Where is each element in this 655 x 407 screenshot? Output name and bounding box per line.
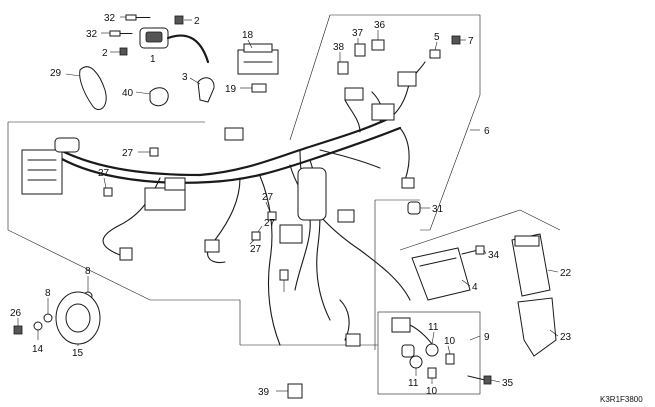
callout-9: 9: [484, 332, 490, 343]
clip-27-d[interactable]: [251, 231, 261, 241]
ignition-coil-1[interactable]: [139, 27, 210, 64]
callout-29: 29: [50, 68, 62, 79]
nut-31[interactable]: [407, 201, 421, 215]
clip-7[interactable]: [451, 35, 461, 45]
callout-10-upper: 10: [444, 336, 456, 347]
callout-37: 37: [352, 28, 364, 39]
callout-8-left: 8: [45, 288, 51, 299]
callout-31: 31: [432, 204, 444, 215]
grommet-11-upper[interactable]: [425, 343, 439, 357]
callout-38: 38: [333, 42, 345, 53]
grommet-11-lower[interactable]: [409, 355, 423, 369]
nut-2-upper[interactable]: [174, 15, 184, 25]
clip-27-a[interactable]: [149, 147, 159, 157]
cap-3[interactable]: [197, 77, 215, 103]
center-junction[interactable]: [279, 167, 327, 244]
clip-27-b[interactable]: [103, 187, 113, 197]
sub-harness-9[interactable]: [391, 317, 437, 358]
callout-19: 19: [225, 84, 237, 95]
nut-14[interactable]: [33, 321, 43, 331]
callout-27-e: 27: [250, 244, 262, 255]
connector-39[interactable]: [287, 383, 303, 399]
callout-36: 36: [374, 20, 386, 31]
callout-18: 18: [242, 30, 254, 41]
clip-36[interactable]: [371, 39, 385, 51]
callout-34: 34: [488, 250, 500, 261]
band-29[interactable]: [79, 66, 107, 110]
collar-10-lower[interactable]: [427, 367, 437, 379]
callout-27-d: 27: [264, 218, 276, 229]
bracket-23[interactable]: [517, 297, 557, 357]
callout-40: 40: [122, 88, 134, 99]
callout-11-lower: 11: [408, 378, 419, 389]
fuse-box[interactable]: [144, 177, 186, 211]
callout-27-c: 27: [262, 192, 274, 203]
group-frames: [7, 14, 561, 395]
diagram-code: K3R1F3800: [600, 395, 643, 404]
callout-22: 22: [560, 268, 572, 279]
callout-5: 5: [434, 32, 440, 43]
callout-2-lower: 2: [102, 48, 108, 59]
callout-1: 1: [150, 54, 156, 65]
clip-27-c[interactable]: [267, 211, 277, 221]
callout-26: 26: [10, 308, 22, 319]
leader-lines: [17, 16, 559, 392]
bolt-26[interactable]: [13, 325, 23, 335]
callout-27-b: 27: [98, 168, 110, 179]
connector-block-left[interactable]: [21, 137, 80, 195]
module-22[interactable]: [511, 233, 551, 297]
clip-5[interactable]: [429, 49, 441, 59]
callout-39: 39: [258, 387, 270, 398]
callout-11-upper: 11: [428, 322, 439, 333]
clamp-40[interactable]: [149, 87, 169, 107]
bolt-35[interactable]: [467, 375, 492, 385]
nut-2-lower[interactable]: [119, 47, 128, 56]
callout-27-a: 27: [122, 148, 134, 159]
clip-37[interactable]: [354, 43, 366, 57]
callout-15: 15: [72, 348, 84, 359]
bolt-32-upper[interactable]: [125, 14, 151, 21]
callout-7: 7: [468, 36, 474, 47]
callout-2-upper: 2: [194, 16, 200, 27]
clip-27-e[interactable]: [279, 269, 289, 281]
ecu-4[interactable]: [411, 247, 471, 301]
main-wire-harness-6[interactable]: [58, 61, 426, 347]
connector-19[interactable]: [251, 83, 267, 93]
callout-32-lower: 32: [86, 29, 98, 40]
callout-3: 3: [182, 72, 188, 83]
clip-38[interactable]: [337, 61, 349, 75]
callout-32-upper: 32: [104, 13, 116, 24]
bolt-32-lower[interactable]: [109, 30, 133, 37]
callout-4: 4: [472, 282, 478, 293]
collar-10-upper[interactable]: [445, 353, 455, 365]
washer-8-left[interactable]: [43, 313, 53, 323]
relay-18[interactable]: [237, 43, 279, 75]
callout-10-lower: 10: [426, 386, 438, 397]
horn-15[interactable]: [55, 291, 101, 345]
callout-23: 23: [560, 332, 572, 343]
callout-35: 35: [502, 378, 514, 389]
callout-14: 14: [32, 344, 44, 355]
callout-labels: 32 32 2 2 1 18 29 40 3 19 37 36 38 5 7 6…: [10, 13, 643, 404]
callout-8-right: 8: [85, 266, 91, 277]
bolt-34[interactable]: [461, 245, 485, 255]
callout-6: 6: [484, 126, 490, 137]
